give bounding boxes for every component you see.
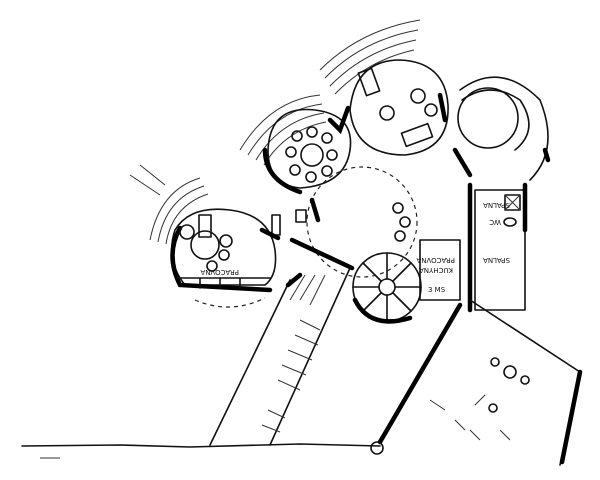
central-hall [306, 166, 418, 278]
room-label: SPALNA [483, 201, 510, 209]
terrace-wedge [370, 299, 583, 466]
service-block: PRACOVNA KUCHYNA SPALNA WC SPALNA 3 MS [416, 182, 528, 313]
room-label: PRACOVNA [200, 268, 239, 276]
room-label: PRACOVNA [416, 256, 455, 264]
ground-line [21, 443, 381, 448]
dining-room [262, 105, 352, 195]
left-room: PRACOVNA [170, 208, 277, 308]
room-label: WC [489, 218, 501, 226]
stair-tower [452, 76, 551, 181]
entry-ramp [209, 237, 355, 446]
swing-arcs [129, 19, 421, 245]
room-label: SPALNA [483, 256, 510, 264]
room-label: KUCHYNA [419, 266, 453, 274]
top-room [349, 59, 449, 156]
central-furniture [259, 197, 411, 242]
room-label: 3 MS [428, 286, 446, 294]
spiral-stair [352, 252, 422, 324]
